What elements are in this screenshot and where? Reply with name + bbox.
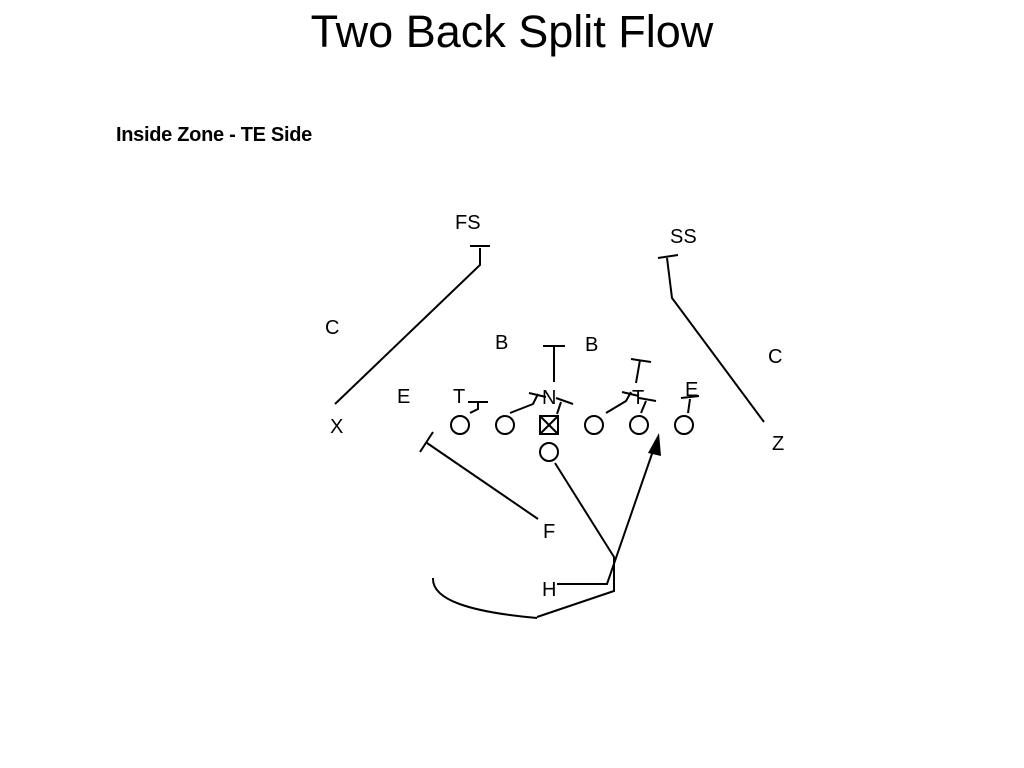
label-left-corner: C [325, 317, 339, 339]
right-guard-block-mark-2 [621, 391, 640, 397]
right-guard-block-line-2 [605, 391, 632, 414]
label-split-end: X [330, 416, 343, 438]
right-backer-block-mark [630, 358, 652, 363]
center-marker [539, 415, 559, 435]
z-route-line [666, 257, 765, 423]
tight-end-block-mark [680, 395, 700, 399]
right-tackle-block-line [640, 400, 647, 414]
fullback-block-mark [419, 431, 434, 453]
page-title: Two Back Split Flow [310, 6, 714, 57]
label-fullback: F [543, 521, 555, 543]
label-left-end: E [397, 386, 410, 408]
label-right-backer: B [585, 334, 598, 356]
right-guard-block-line [635, 359, 641, 384]
lineman-right-guard [584, 415, 604, 435]
label-left-tackle: T [453, 386, 465, 408]
lineman-left-tackle [450, 415, 470, 435]
quarterback [539, 442, 559, 462]
label-right-corner: C [768, 346, 782, 368]
label-flanker: Z [772, 433, 784, 455]
label-right-tackle: T [632, 387, 644, 409]
fullback-route-line [426, 442, 539, 520]
tight-end [674, 415, 694, 435]
label-strong-safety: SS [670, 226, 697, 248]
play-subtitle: Inside Zone - TE Side [116, 124, 312, 146]
halfback-run-line [557, 447, 655, 585]
nose-block-mark [555, 397, 574, 405]
quarterback-path [536, 462, 615, 618]
label-left-backer: B [495, 332, 508, 354]
x-route-line [334, 248, 481, 405]
lineman-left-guard [495, 415, 515, 435]
label-right-end: E [685, 379, 698, 401]
lineman-right-tackle [629, 415, 649, 435]
halfback-swing-path [431, 577, 538, 619]
left-tackle-block-line [469, 402, 479, 414]
label-free-safety: FS [455, 212, 481, 234]
tight-end-block-line [687, 398, 691, 414]
left-guard-block-mark [528, 392, 547, 398]
right-tackle-block-mark [638, 397, 657, 402]
run-arrow-head [648, 433, 661, 456]
ss-block-mark [657, 254, 679, 259]
label-nose: N [542, 387, 556, 409]
left-guard-block-line [509, 393, 539, 414]
label-halfback: H [542, 579, 556, 601]
nose-block-line [556, 401, 562, 415]
